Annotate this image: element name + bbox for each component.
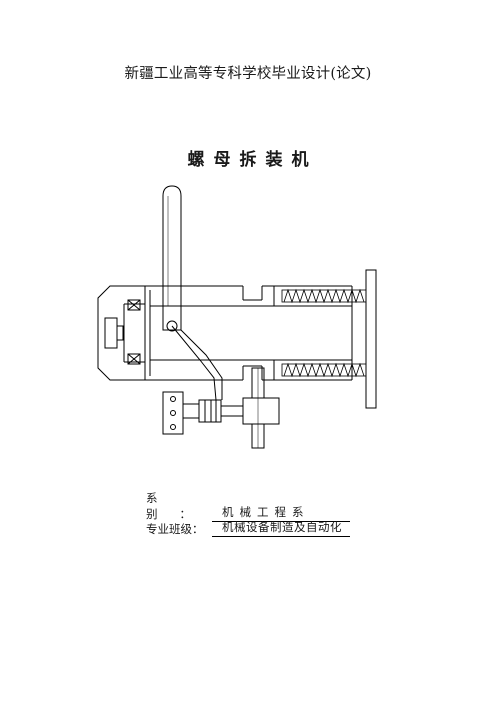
lever-link [162,306,223,401]
main-body [145,285,353,381]
lever-handle [162,185,182,306]
thesis-title: 螺母拆装机 [187,150,318,170]
lower-arm [162,367,280,449]
department-label: 系别： [146,491,213,521]
major-class-row: 专业班级： 机械设备制造及自动化 [146,519,350,537]
end-plate [365,269,377,409]
department-value: 机械工程系 [212,504,350,522]
clamp-housing [97,285,146,381]
spring-top [281,288,367,304]
major-class-label: 专业班级： [146,522,204,536]
spring-bottom [281,362,367,378]
major-class-value: 机械设备制造及自动化 [212,519,350,537]
department-row: 系别： 机械工程系 [146,490,350,522]
page-header: 新疆工业高等专科学校毕业设计(论文) [124,66,372,82]
